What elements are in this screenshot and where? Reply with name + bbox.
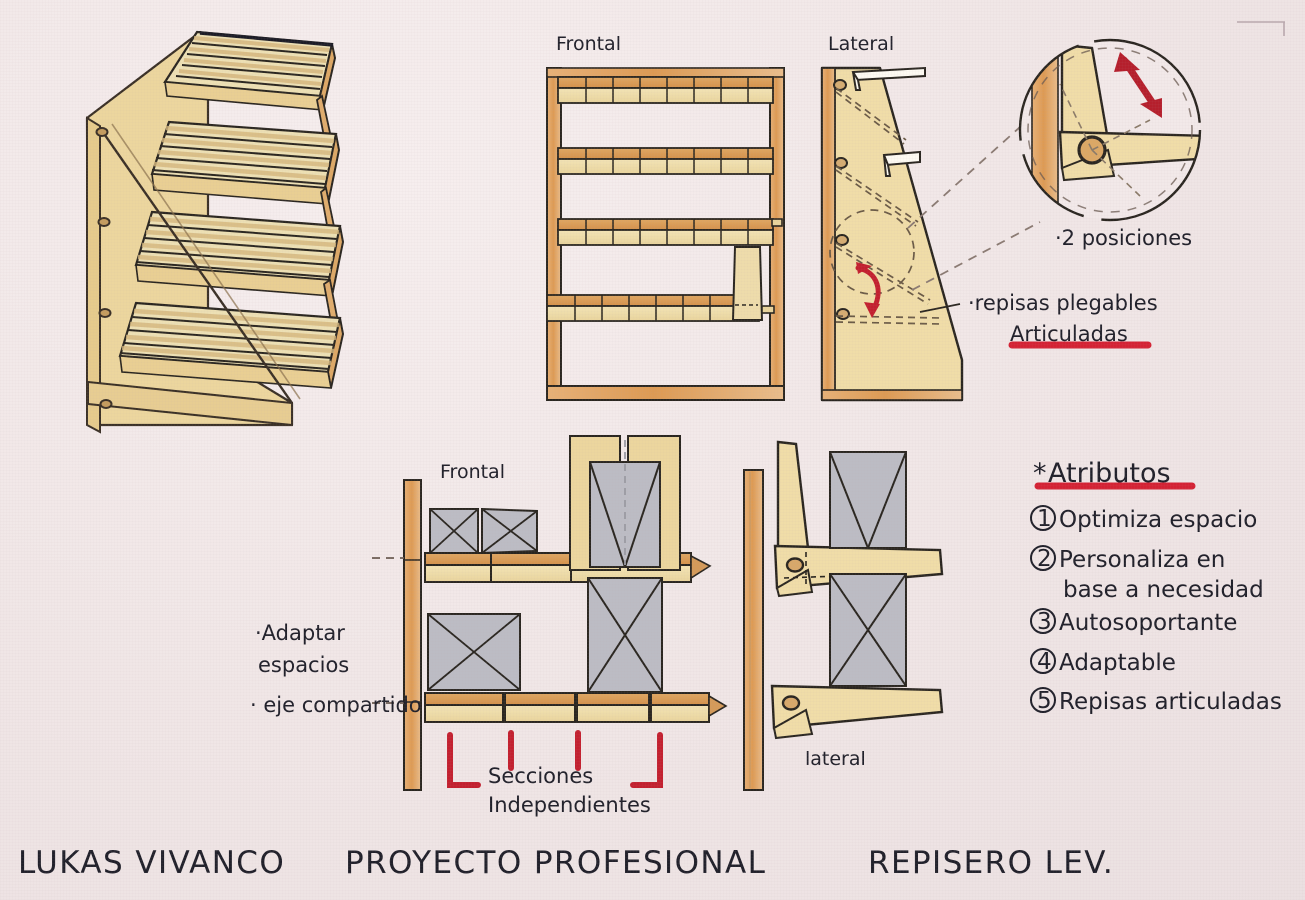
- label-lateral-top: Lateral: [828, 33, 894, 55]
- lateral-bracket-detail-view: [743, 440, 944, 791]
- iso-tier-3: [134, 210, 345, 297]
- attr-bullet-2: [1030, 545, 1056, 571]
- footer-product: REPISERO LEV.: [868, 845, 1114, 881]
- callout-folding-shelves-1: ·repisas plegables: [968, 291, 1158, 315]
- sections-brackets: [447, 730, 663, 788]
- attr-bullet-5: [1030, 687, 1056, 713]
- isometric-shelf-unit: [85, 30, 345, 434]
- attr-text-1: Optimiza espacio: [1059, 507, 1257, 533]
- attr-num-1: 1: [1037, 506, 1052, 532]
- attributes-marker: *: [1033, 458, 1047, 489]
- attr-text-3: Autosoportante: [1059, 610, 1237, 636]
- folded-shelf-element: [731, 246, 764, 321]
- front-shelf-2: [557, 147, 774, 175]
- label-lateral-bottom: lateral: [805, 748, 866, 770]
- callout-folding-shelves-2: Articuladas: [1010, 322, 1128, 346]
- callout-shared-axis: · eje compartido: [250, 693, 422, 717]
- hinge-detail-circle: [907, 38, 1202, 291]
- side-elevation-view: [820, 66, 964, 402]
- footer-project: PROYECTO PROFESIONAL: [345, 845, 766, 881]
- attr-num-2: 2: [1037, 546, 1052, 572]
- lateral-gray-panel: [829, 451, 907, 687]
- footer-author: LUKAS VIVANCO: [18, 845, 285, 881]
- callout-adapt-1: ·Adaptar: [255, 621, 345, 645]
- callout-adapt-2: espacios: [258, 653, 349, 677]
- label-frontal-bottom: Frontal: [440, 461, 505, 483]
- front-elevation-view: [546, 67, 785, 401]
- attr-bullet-4: [1030, 648, 1056, 674]
- callout-two-positions: ·2 posiciones: [1055, 226, 1192, 250]
- iso-tier-4: [118, 301, 345, 389]
- gray-box-group-lower: [427, 613, 521, 691]
- attr-text-4: Adaptable: [1059, 650, 1176, 676]
- iso-tier-1: [163, 30, 337, 111]
- detail-circle-outline: [1018, 38, 1202, 222]
- folded-position-dashes: [835, 87, 942, 325]
- callout-sections-1: Secciones: [488, 764, 593, 788]
- detail-zoom-circle-small: [829, 209, 915, 295]
- fold-arrow-tail: [856, 262, 872, 274]
- folding-callout-leader: [919, 303, 961, 313]
- two-positions-arrow: [1114, 52, 1162, 118]
- bracket-lower: [770, 684, 944, 740]
- shared-axis-leaders: [372, 557, 404, 704]
- lower-shelf-rails: [424, 692, 728, 723]
- attr-bullet-1: [1030, 505, 1056, 531]
- tall-gray-panel: [569, 435, 681, 693]
- callout-sections-2: Independientes: [488, 793, 651, 817]
- attributes-heading: Atributos: [1048, 458, 1171, 489]
- shared-axis-post: [403, 479, 422, 791]
- detail-circle-inner: [1027, 47, 1193, 213]
- detail-leader-lines: [907, 117, 1041, 291]
- attr-num-5: 5: [1037, 688, 1052, 714]
- front-shelf-1: [557, 76, 774, 104]
- attr-num-4: 4: [1037, 649, 1052, 675]
- bracket-pivot-upper: [785, 557, 805, 573]
- side-pivot-holes: [833, 79, 850, 320]
- fold-arrow-head: [864, 302, 880, 318]
- modular-sections-front-view: [372, 435, 728, 791]
- attr-text-2: Personaliza en: [1059, 547, 1225, 573]
- lateral-post: [743, 469, 764, 791]
- bracket-pivot-lower: [781, 695, 801, 711]
- iso-panel-holes: [95, 127, 113, 409]
- attr-bullet-3: [1030, 608, 1056, 634]
- attr-num-3: 3: [1037, 609, 1052, 635]
- attr-text-5: Repisas articuladas: [1059, 689, 1282, 715]
- label-frontal-top: Frontal: [556, 33, 621, 55]
- attr-text-2b: base a necesidad: [1063, 577, 1264, 603]
